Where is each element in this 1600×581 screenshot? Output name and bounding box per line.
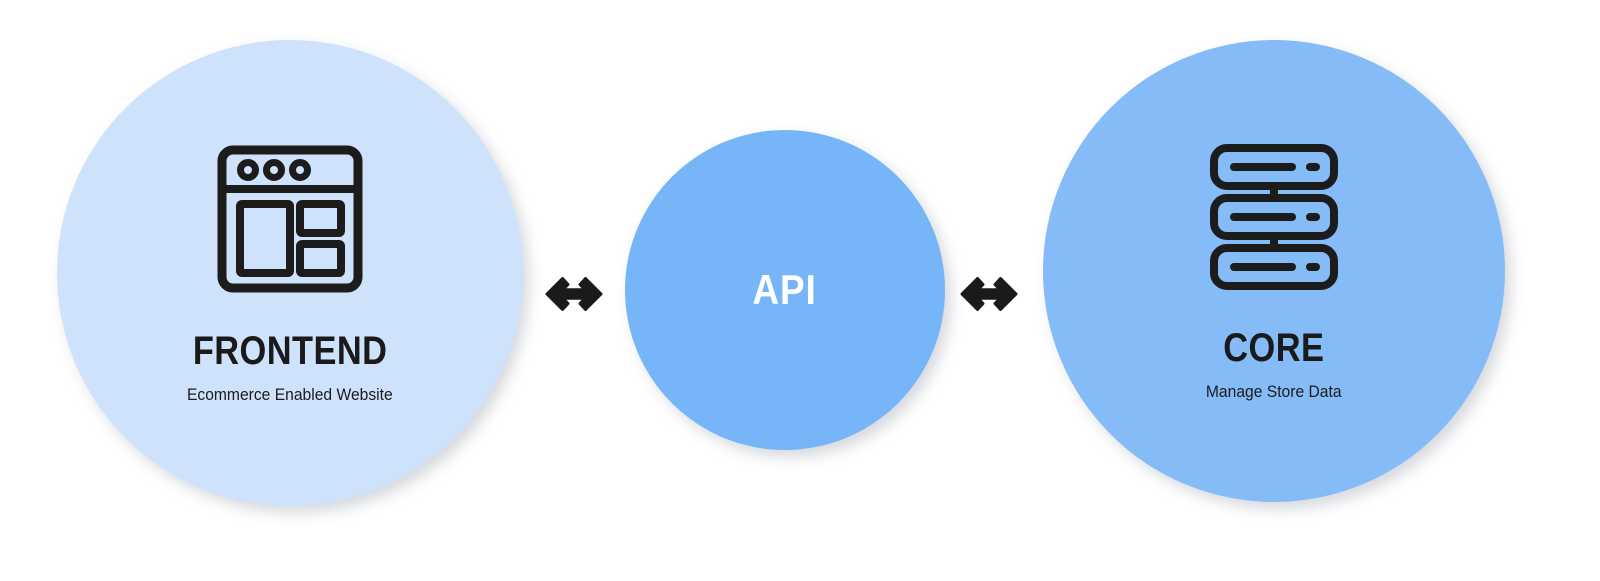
node-frontend-title: FRONTEND [192, 329, 388, 373]
bidirectional-arrow-icon [543, 274, 605, 319]
node-frontend-content: FRONTEND Ecommerce Enabled Website [177, 143, 403, 403]
node-api-content: API [748, 269, 821, 311]
node-api[interactable]: API [625, 130, 945, 450]
node-core-content: CORE Manage Store Data [1200, 142, 1347, 400]
node-frontend[interactable]: FRONTEND Ecommerce Enabled Website [57, 40, 523, 506]
node-api-title: API [752, 266, 818, 313]
server-rack-icon [1204, 142, 1344, 292]
node-frontend-subtitle: Ecommerce Enabled Website [187, 385, 393, 404]
bidirectional-arrow-icon [958, 274, 1020, 319]
node-core-title: CORE [1223, 326, 1325, 370]
node-core[interactable]: CORE Manage Store Data [1043, 40, 1505, 502]
browser-window-icon [215, 143, 365, 295]
node-core-subtitle: Manage Store Data [1206, 382, 1342, 401]
connector-api-core [953, 268, 1025, 324]
connector-frontend-api [538, 268, 610, 324]
